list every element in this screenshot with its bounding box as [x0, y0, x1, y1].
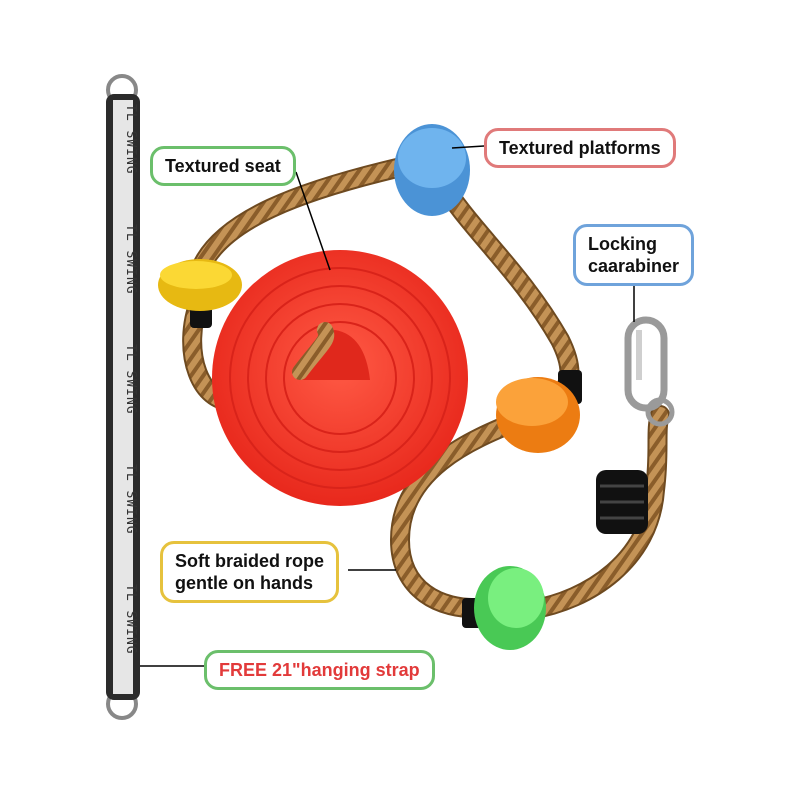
- platforms-leader-line: [451, 145, 485, 149]
- blue-platform: [394, 124, 470, 216]
- yellow-platform: [158, 259, 242, 311]
- strap-imprint: TL SWING: [123, 344, 138, 415]
- orange-platform: [496, 377, 580, 453]
- rope-end-clamp: [596, 470, 648, 534]
- strap-imprint: TL SWING: [123, 464, 138, 535]
- red-disc-seat: [212, 250, 468, 506]
- platforms-callout: Textured platforms: [484, 128, 676, 168]
- seat-label: Textured seat: [165, 156, 281, 176]
- strap-center-stripe: [113, 100, 133, 694]
- hanging-strap: TL SWING TL SWING TL SWING TL SWING TL S…: [106, 74, 140, 720]
- carabiner-label-line2: caarabiner: [588, 256, 680, 276]
- seat-callout: Textured seat: [150, 146, 296, 186]
- carabiner-label-line1: Locking: [588, 234, 658, 254]
- carabiner-callout: Locking caarabiner: [573, 224, 695, 286]
- strap-imprint: TL SWING: [123, 104, 138, 175]
- platforms-label: Textured platforms: [499, 138, 661, 158]
- rope-label-line2: gentle on hands: [175, 573, 314, 593]
- green-platform: [474, 566, 546, 650]
- strap-callout: FREE 21"hanging strap: [204, 650, 435, 690]
- seat-rope-knot: [292, 322, 335, 380]
- locking-carabiner: [624, 316, 675, 427]
- strap-imprint: TL SWING: [123, 224, 138, 295]
- rope-label-line1: Soft braided rope: [175, 551, 325, 571]
- strap-imprint: TL SWING: [123, 584, 138, 655]
- strap-free-label: FREE: [219, 660, 268, 680]
- strap-label: 21"hanging strap: [272, 660, 420, 680]
- rope-callout: Soft braided rope gentle on hands: [160, 541, 340, 603]
- seat-leader-line: [295, 171, 331, 271]
